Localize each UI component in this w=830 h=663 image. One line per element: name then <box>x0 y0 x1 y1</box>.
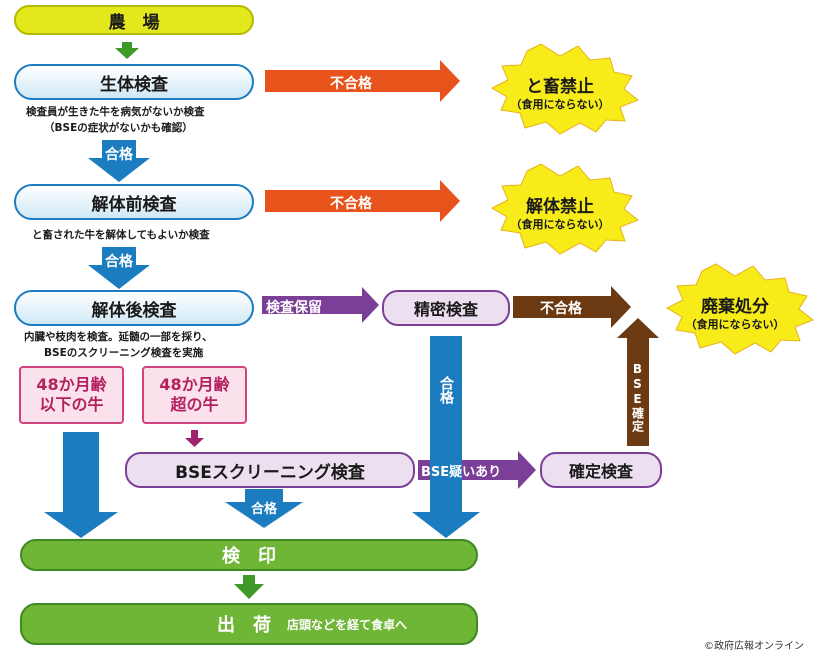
arrow-fail-2 <box>265 180 460 222</box>
live-inspection-label: 生体検査 <box>100 74 168 95</box>
bse-screening-node: BSEスクリーニング検査 <box>125 452 415 488</box>
dissection-ban-title: 解体禁止 <box>526 197 594 217</box>
arrow-fail-1 <box>265 60 460 102</box>
arrow-under48-down <box>44 432 118 538</box>
pass-label-1: 合格 <box>105 147 133 163</box>
stamp-node: 検 印 <box>20 539 478 571</box>
detailed-inspection-node: 精密検査 <box>382 290 510 326</box>
slaughter-ban-note: （食用にならない） <box>510 98 610 111</box>
arrow-pass-3 <box>412 336 480 538</box>
live-inspection-note-2: （BSEの症状がないかも確認） <box>44 122 193 134</box>
bse-confirmed-text: BSE確定 <box>630 362 645 433</box>
pre-dissection-label: 解体前検査 <box>91 194 177 215</box>
shipment-node: 出 荷 店頭などを経て食卓へ <box>20 603 478 645</box>
arrow-pass-1 <box>88 140 150 182</box>
burst-dissection-ban <box>490 163 639 255</box>
under-48-line-1: 48か月齢 <box>36 375 107 394</box>
confirm-inspection-node: 確定検査 <box>540 452 662 488</box>
post-dissection-note-1: 内臓や枝肉を検査。延髄の一部を採り、 <box>24 331 213 343</box>
shipment-note: 店頭などを経て食卓へ <box>287 617 408 632</box>
live-inspection-note-1: 検査員が生きた牛を病気がないか検査 <box>26 106 205 118</box>
under-48-months-box: 48か月齢 以下の牛 <box>19 366 124 424</box>
arrow-fail-3 <box>513 286 631 328</box>
post-dissection-note-2: BSEのスクリーニング検査を実施 <box>44 347 204 359</box>
arrow-bse-confirmed <box>617 318 659 446</box>
over-48-line-2: 超の牛 <box>170 395 219 414</box>
pass-label-3-text: 合格 <box>438 376 454 404</box>
pass-label-2: 合格 <box>105 254 133 270</box>
slaughter-ban-title: と畜禁止 <box>526 77 594 97</box>
disposal-title: 廃棄処分 <box>701 297 769 317</box>
pre-dissection-node: 解体前検査 <box>14 184 254 220</box>
detailed-inspection-label: 精密検査 <box>413 300 478 319</box>
bse-confirmed-label: BSE確定 <box>627 362 649 436</box>
over-48-line-1: 48か月齢 <box>159 375 230 394</box>
post-dissection-label: 解体後検査 <box>91 300 177 321</box>
bse-screening-label: BSEスクリーニング検査 <box>175 462 365 483</box>
burst-disposal <box>665 263 814 355</box>
arrow-pass-2 <box>88 247 150 289</box>
arrow-hold <box>262 287 379 323</box>
stamp-label: 検 印 <box>222 546 276 567</box>
copyright: ©政府広報オンライン <box>704 641 804 652</box>
over-48-months-box: 48か月齢 超の牛 <box>142 366 247 424</box>
bse-suspected-label: BSE疑いあり <box>421 465 502 480</box>
fail-label-1: 不合格 <box>330 76 372 92</box>
pre-dissection-note: と畜された牛を解体してもよいか検査 <box>32 229 210 241</box>
fail-label-3: 不合格 <box>540 301 582 317</box>
burst-slaughter-ban <box>490 43 639 135</box>
farm-node: 農 場 <box>14 5 254 35</box>
arrow-stamp-to-ship <box>234 575 264 599</box>
post-dissection-node: 解体後検査 <box>14 290 254 326</box>
disposal-note: （食用にならない） <box>685 318 785 331</box>
hold-label: 検査保留 <box>266 300 322 316</box>
shipment-label: 出 荷 <box>217 615 271 636</box>
fail-label-2: 不合格 <box>330 196 372 212</box>
pass-label-screening: 合格 <box>250 502 277 517</box>
arrow-over48-down <box>185 430 204 447</box>
confirm-inspection-label: 確定検査 <box>568 462 633 481</box>
arrow-farm-to-live <box>115 42 139 59</box>
farm-label: 農 場 <box>108 12 160 33</box>
dissection-ban-note: （食用にならない） <box>510 218 610 231</box>
live-inspection-node: 生体検査 <box>14 64 254 100</box>
pass-label-3: 合格 <box>430 376 462 413</box>
arrow-pass-screening <box>225 489 303 528</box>
under-48-line-2: 以下の牛 <box>39 395 104 414</box>
